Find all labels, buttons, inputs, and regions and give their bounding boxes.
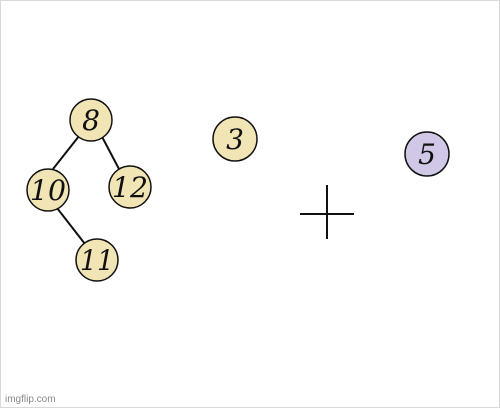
node-5: 5 [404,131,450,177]
node-8-circle [69,98,113,142]
node-5-label: 5 [418,138,436,171]
node-11: 11 [75,238,119,282]
node-10-circle [26,168,70,212]
node-8: 8 [69,98,113,142]
node-5-circle [404,131,450,177]
node-12: 12 [108,165,152,209]
node-11-label: 11 [80,244,114,277]
node-3: 3 [212,116,258,162]
node-8-label: 8 [82,104,100,137]
edge-10-11 [56,207,86,245]
node-12-label: 12 [112,171,148,204]
node-10-label: 10 [30,174,66,207]
node-10: 10 [26,168,70,212]
node-3-circle [212,116,258,162]
node-11-circle [75,238,119,282]
plus-operator-icon [300,185,354,239]
node-12-circle [108,165,152,209]
watermark-text: imgflip.com [5,394,56,405]
node-3-label: 3 [226,123,244,156]
